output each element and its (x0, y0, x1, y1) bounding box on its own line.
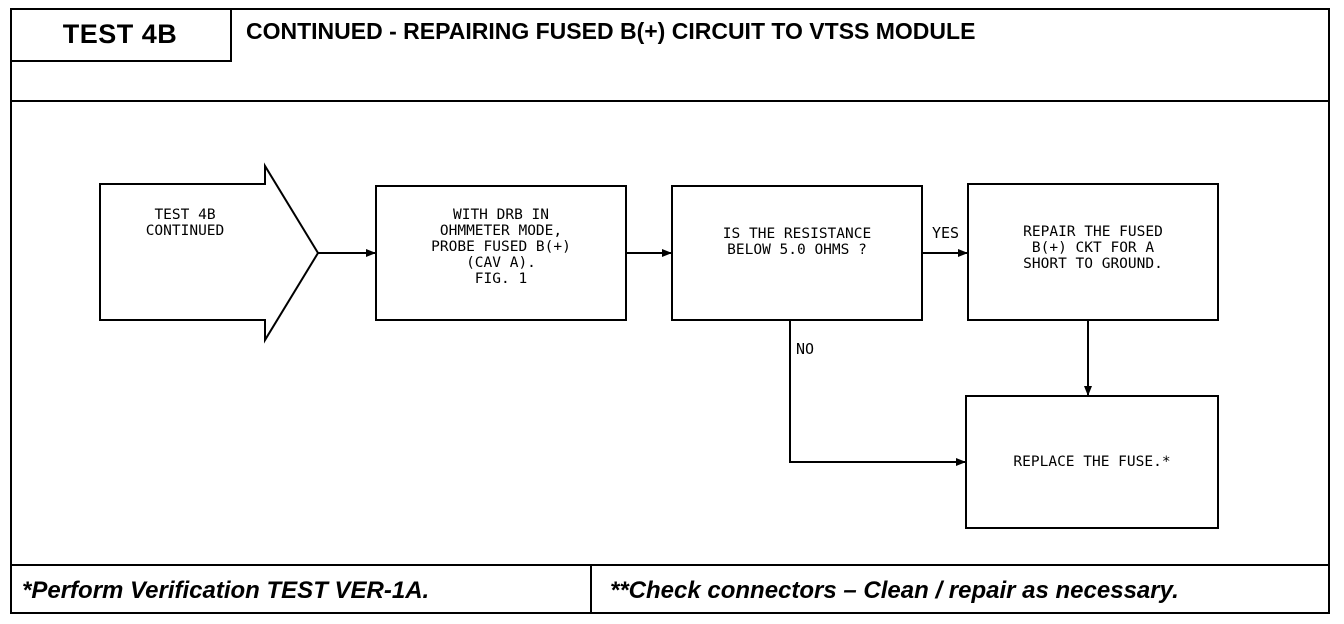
page-title: CONTINUED - REPAIRING FUSED B(+) CIRCUIT… (246, 18, 976, 44)
test-id-label: TEST 4B (10, 8, 232, 62)
footer-verification-note: *Perform Verification TEST VER-1A. (22, 577, 430, 604)
yes-action-text: REPAIR THE FUSED B(+) CKT FOR A SHORT TO… (1023, 224, 1163, 272)
start-arrow-shape (99, 162, 320, 344)
start-label: TEST 4B CONTINUED (145, 207, 225, 239)
step1-box (375, 185, 627, 321)
final-action-box (965, 395, 1219, 529)
header-divider (10, 100, 1330, 102)
decision-box (671, 185, 923, 321)
yes-action-box (967, 183, 1219, 321)
footer-column-divider (590, 566, 592, 614)
no-label: NO (796, 340, 815, 358)
yes-label: YES (932, 224, 960, 242)
footer-divider (10, 564, 1330, 566)
connector-decision-no (789, 320, 966, 466)
step1-text: WITH DRB IN OHMMETER MODE, PROBE FUSED B… (431, 207, 571, 287)
decision-text: IS THE RESISTANCE BELOW 5.0 OHMS ? (722, 226, 872, 258)
page-frame (10, 8, 1330, 614)
footer-connector-note: **Check connectors – Clean / repair as n… (610, 577, 1179, 604)
final-action-text: REPLACE THE FUSE.* (1013, 454, 1171, 470)
